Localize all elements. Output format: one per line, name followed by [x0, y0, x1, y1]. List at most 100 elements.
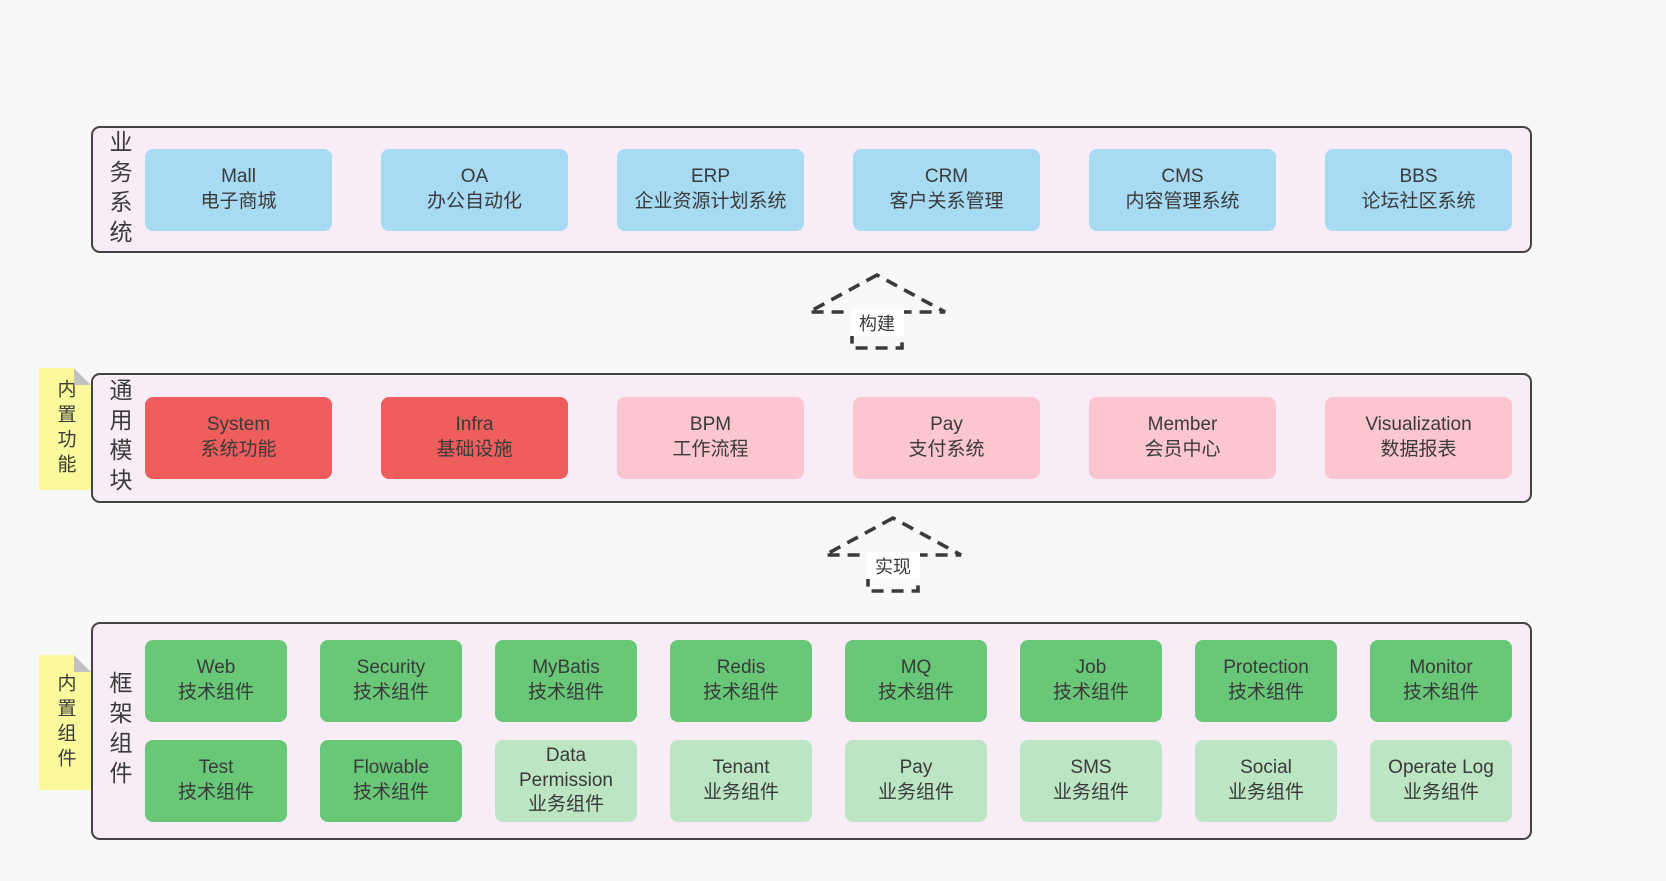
box-subtitle: 内容管理系统 [1125, 190, 1240, 212]
framework-row-2: Test 技术组件 Flowable 技术组件 Data Permission … [145, 740, 1512, 822]
box-title: Member [1147, 414, 1218, 436]
box-pay: Pay 支付系统 [853, 397, 1040, 479]
box-title: Web [196, 657, 236, 679]
box-title: Mall [221, 165, 256, 187]
layer-framework-components: 框架组件 Web 技术组件 Security 技术组件 MyBatis 技术组件… [91, 622, 1532, 840]
box-title: Social [1240, 757, 1292, 779]
box-title: Job [1075, 657, 1107, 679]
box-subtitle: 技术组件 [1402, 682, 1479, 703]
box-erp: ERP 企业资源计划系统 [617, 148, 804, 231]
box-data-permission: Data Permission 业务组件 [495, 740, 637, 822]
box-redis: Redis 技术组件 [670, 640, 812, 722]
box-title: Pay [899, 757, 933, 779]
box-bbs: BBS 论坛社区系统 [1325, 148, 1512, 231]
box-title: MyBatis [532, 657, 600, 679]
box-member: Member 会员中心 [1089, 397, 1276, 479]
box-subtitle: 电子商城 [200, 190, 277, 212]
box-social: Social 业务组件 [1195, 740, 1337, 822]
box-subtitle: 业务组件 [1052, 782, 1129, 803]
box-subtitle: 技术组件 [352, 782, 429, 803]
box-title: Security [356, 657, 426, 679]
note-built-in-components: 内置组件 [39, 655, 91, 790]
box-subtitle: 数据报表 [1380, 439, 1457, 460]
box-flowable: Flowable 技术组件 [320, 740, 462, 822]
box-subtitle: 企业资源计划系统 [634, 190, 787, 212]
box-tenant: Tenant 业务组件 [670, 740, 812, 822]
note-fold-cut [74, 368, 91, 385]
arrow-implement-label: 实现 [875, 557, 911, 577]
box-web: Web 技术组件 [145, 640, 287, 722]
box-subtitle: 业务组件 [877, 782, 954, 803]
box-title: Visualization [1365, 414, 1472, 436]
box-subtitle: 技术组件 [702, 682, 779, 703]
box-subtitle: 论坛社区系统 [1361, 190, 1476, 212]
layer-label-text: 业务系统 [106, 129, 132, 250]
modules-row: System 系统功能 Infra 基础设施 BPM 工作流程 Pay 支付系统… [145, 397, 1512, 479]
arrow-build-label: 构建 [859, 314, 895, 334]
box-title: Redis [716, 657, 766, 679]
box-subtitle: 基础设施 [436, 439, 513, 460]
box-mq: MQ 技术组件 [845, 640, 987, 722]
box-subtitle: 办公自动化 [426, 190, 522, 212]
box-title: CMS [1161, 165, 1204, 187]
note-fold-cut [74, 655, 91, 672]
box-subtitle: 客户关系管理 [889, 190, 1004, 212]
box-sms: SMS 业务组件 [1020, 740, 1162, 822]
box-security: Security 技术组件 [320, 640, 462, 722]
box-mybatis: MyBatis 技术组件 [495, 640, 637, 722]
box-test: Test 技术组件 [145, 740, 287, 822]
box-title: Protection [1223, 657, 1309, 679]
note-text: 内置组件 [54, 672, 76, 773]
box-title: Test [198, 757, 234, 779]
box-infra: Infra 基础设施 [381, 397, 568, 479]
box-title: OA [460, 165, 489, 187]
layer-business-systems: 业务系统 Mall 电子商城 OA 办公自动化 ERP 企业资源计划系统 CRM [91, 126, 1532, 253]
note-text: 内置功能 [54, 379, 76, 479]
box-title: Data Permission [519, 744, 613, 791]
box-subtitle: 系统功能 [200, 439, 277, 460]
box-job: Job 技术组件 [1020, 640, 1162, 722]
box-subtitle: 会员中心 [1144, 439, 1221, 460]
box-cms: CMS 内容管理系统 [1089, 148, 1276, 231]
box-title: Pay [930, 414, 963, 436]
box-protection: Protection 技术组件 [1195, 640, 1337, 722]
box-system: System 系统功能 [145, 397, 332, 479]
box-operate-log: Operate Log 业务组件 [1370, 740, 1512, 822]
box-crm: CRM 客户关系管理 [853, 148, 1040, 231]
box-subtitle: 技术组件 [1052, 682, 1129, 703]
box-oa: OA 办公自动化 [381, 148, 568, 231]
box-visualization: Visualization 数据报表 [1325, 397, 1512, 479]
box-subtitle: 技术组件 [877, 682, 954, 703]
box-title: BPM [689, 414, 732, 436]
box-subtitle: 工作流程 [672, 439, 749, 460]
box-title: SMS [1070, 757, 1112, 779]
framework-boxes-area: Web 技术组件 Security 技术组件 MyBatis 技术组件 Redi… [145, 624, 1530, 838]
business-row: Mall 电子商城 OA 办公自动化 ERP 企业资源计划系统 CRM 客户关系… [145, 148, 1512, 231]
modules-boxes-area: System 系统功能 Infra 基础设施 BPM 工作流程 Pay 支付系统… [145, 375, 1530, 501]
box-title: Operate Log [1388, 757, 1494, 779]
box-subtitle: 业务组件 [1402, 782, 1479, 803]
box-subtitle: 技术组件 [177, 782, 254, 803]
box-title: Tenant [712, 757, 770, 779]
box-subtitle: 业务组件 [527, 794, 604, 816]
box-mall: Mall 电子商城 [145, 148, 332, 231]
box-subtitle: 技术组件 [527, 682, 604, 703]
framework-row-1: Web 技术组件 Security 技术组件 MyBatis 技术组件 Redi… [145, 640, 1512, 722]
up-arrow-build-icon: 构建 [808, 272, 946, 350]
box-monitor: Monitor 技术组件 [1370, 640, 1512, 722]
layer-framework-label: 框架组件 [93, 624, 145, 838]
box-subtitle: 业务组件 [702, 782, 779, 803]
box-title: CRM [924, 165, 969, 187]
box-title: BBS [1399, 165, 1438, 187]
box-title: MQ [900, 657, 932, 679]
box-subtitle: 技术组件 [1227, 682, 1304, 703]
box-subtitle: 技术组件 [177, 682, 254, 703]
box-subtitle: 技术组件 [352, 682, 429, 703]
box-title: System [206, 414, 271, 436]
box-subtitle: 支付系统 [908, 439, 985, 460]
box-title: Monitor [1409, 657, 1473, 679]
box-title: ERP [690, 165, 731, 187]
box-pay-biz: Pay 业务组件 [845, 740, 987, 822]
layer-modules-label: 通用模块 [93, 375, 145, 501]
